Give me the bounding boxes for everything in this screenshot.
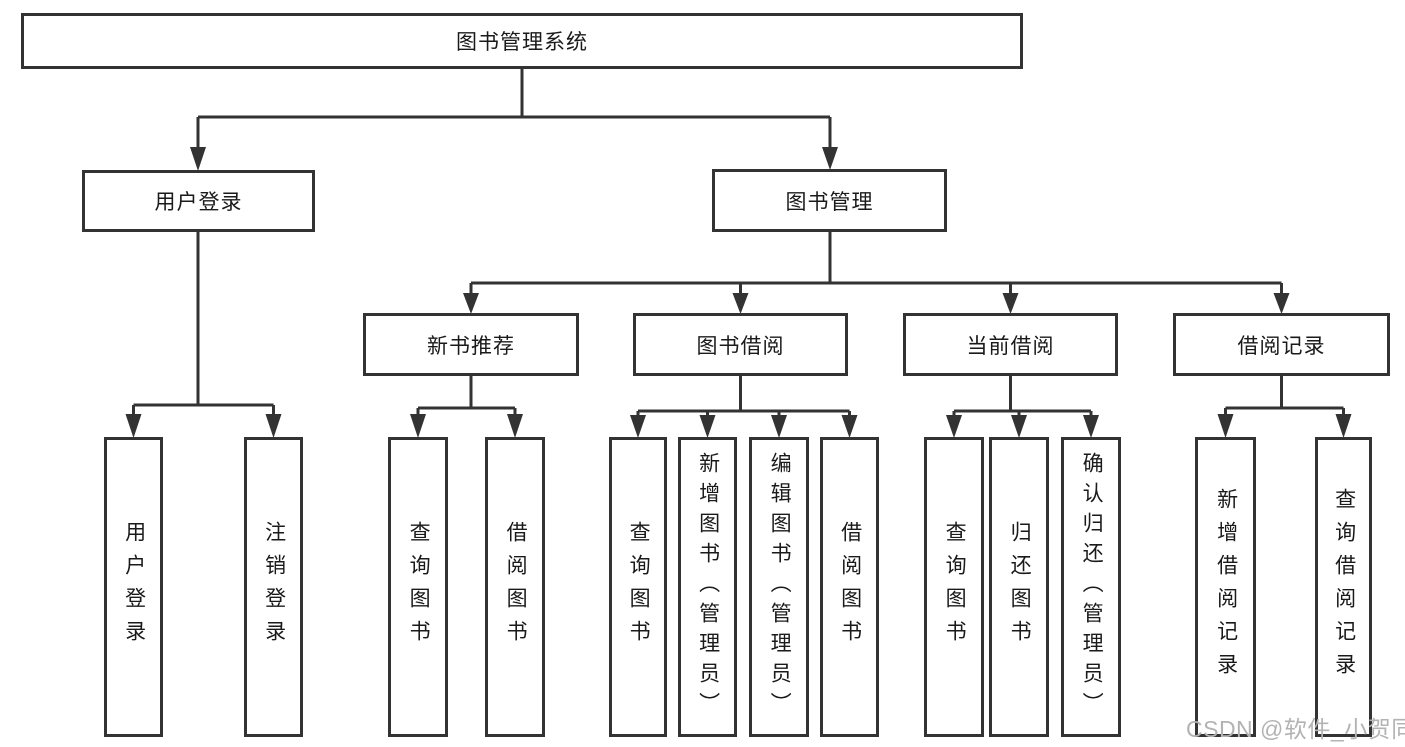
edge-management-to-level3 <box>469 232 1283 295</box>
node-library-management-system: 图书管理系统 <box>21 13 1023 69</box>
arrowhead <box>771 415 787 438</box>
node-label: 当前借阅 <box>966 334 1055 358</box>
node-label: 图书管理 <box>785 190 874 214</box>
node-current-borrowing: 当前借阅 <box>903 313 1118 376</box>
arrowhead <box>1273 293 1290 314</box>
node-borrowing-records: 借阅记录 <box>1173 313 1390 376</box>
arrowhead <box>1083 415 1099 438</box>
arrowhead <box>1335 414 1352 438</box>
node-label: 查询图书 <box>943 521 967 653</box>
edge-records-to-leaves <box>1224 376 1345 416</box>
edge-current-to-leaves <box>952 376 1093 417</box>
leaf-query-books-borrowing: 查询图书 <box>609 437 667 737</box>
arrowhead <box>190 147 206 171</box>
leaf-query-books-recommend: 查询图书 <box>388 437 448 737</box>
arrowhead <box>630 415 646 438</box>
leaf-return-book: 归还图书 <box>989 437 1049 737</box>
node-label: 注销登录 <box>262 521 286 653</box>
leaf-query-borrow-record: 查询借阅记录 <box>1315 437 1372 737</box>
leaf-add-borrow-record: 新增借阅记录 <box>1195 437 1256 737</box>
edge-recommend-to-leaves <box>416 376 517 416</box>
watermark: CSDN @软件_小贺同学 <box>1186 716 1405 742</box>
arrowhead <box>1217 414 1234 438</box>
arrowhead <box>265 414 282 438</box>
edge-login-to-leaves <box>132 232 275 416</box>
leaf-query-books-current: 查询图书 <box>924 437 984 737</box>
node-book-management: 图书管理 <box>712 169 947 232</box>
node-label: 新书推荐 <box>427 334 515 358</box>
arrowhead <box>1011 415 1027 438</box>
arrowhead <box>410 414 426 438</box>
node-label: 编辑图书（管理员） <box>768 452 792 722</box>
leaf-borrow-books-borrowing: 借阅图书 <box>820 437 879 737</box>
node-label: 查询借阅记录 <box>1332 488 1356 686</box>
arrowhead <box>463 293 479 314</box>
arrowhead <box>1002 293 1019 314</box>
node-label: 新增借阅记录 <box>1214 488 1238 686</box>
edge-root-to-level2 <box>196 69 832 149</box>
node-label: 确认归还（管理员） <box>1080 452 1104 722</box>
node-label: 用户登录 <box>154 191 243 214</box>
leaf-edit-book-admin: 编辑图书（管理员） <box>749 437 809 737</box>
node-label: 借阅图书 <box>838 521 862 653</box>
node-label: 借阅图书 <box>504 521 528 653</box>
arrowhead <box>699 415 716 438</box>
node-label: 查询图书 <box>407 521 431 653</box>
arrowhead <box>507 414 523 438</box>
node-label: 图书借阅 <box>696 334 785 358</box>
node-label: 新增图书（管理员） <box>696 452 720 722</box>
node-label: 查询图书 <box>627 521 651 653</box>
leaf-user-login: 用户登录 <box>104 437 163 737</box>
node-book-borrowing: 图书借阅 <box>633 313 848 376</box>
leaf-confirm-return-admin: 确认归还（管理员） <box>1061 437 1121 737</box>
node-label: 借阅记录 <box>1237 334 1326 358</box>
leaf-add-book-admin: 新增图书（管理员） <box>678 437 737 737</box>
node-label: 归还图书 <box>1008 521 1032 653</box>
arrowhead <box>841 415 858 438</box>
node-label: 图书管理系统 <box>456 31 588 54</box>
arrowhead <box>125 414 142 438</box>
edge-borrowing-to-leaves <box>636 376 851 417</box>
node-user-login: 用户登录 <box>82 170 315 232</box>
arrowhead <box>822 147 838 170</box>
leaf-logout: 注销登录 <box>244 437 303 737</box>
arrowhead <box>732 293 749 314</box>
node-label: 用户登录 <box>122 521 146 653</box>
leaf-borrow-books-recommend: 借阅图书 <box>485 437 545 737</box>
node-new-book-recommendation: 新书推荐 <box>363 313 579 376</box>
arrowhead <box>946 415 962 438</box>
